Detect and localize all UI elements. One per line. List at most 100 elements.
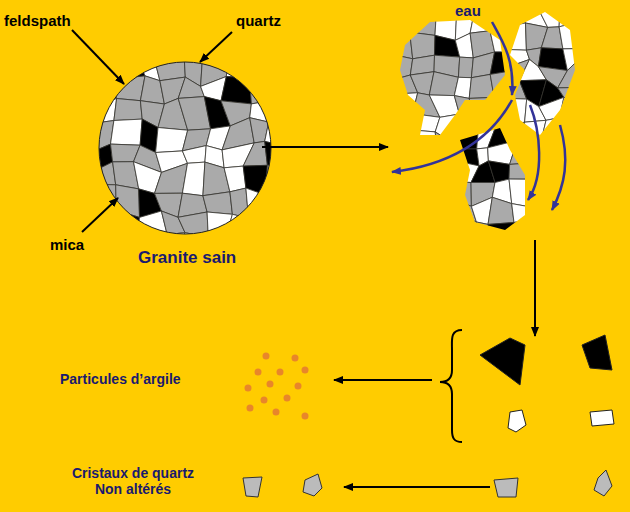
mineral-grain xyxy=(249,54,273,84)
water-arrow xyxy=(528,105,539,200)
feldspar-fragment xyxy=(590,410,614,426)
mineral-grain xyxy=(230,188,249,218)
mineral-grain xyxy=(296,149,317,164)
clay-particles xyxy=(245,353,309,420)
mineral-grain xyxy=(291,52,311,86)
mineral-grain xyxy=(539,97,564,120)
mineral-grain xyxy=(411,130,438,159)
mineral-grain xyxy=(89,210,119,240)
leader-arrow xyxy=(200,32,232,62)
mineral-grain xyxy=(203,192,233,215)
bracket xyxy=(440,330,462,442)
mineral-grain xyxy=(577,101,599,120)
mineral-grain xyxy=(291,78,314,107)
mineral-grain xyxy=(435,35,460,57)
mineral-grain xyxy=(389,93,418,114)
leader-arrow xyxy=(82,198,118,232)
mineral-grain xyxy=(246,255,272,275)
mineral-grain xyxy=(512,218,536,243)
mineral-grain xyxy=(577,136,605,159)
mineral-grain xyxy=(526,233,554,259)
mineral-grain xyxy=(560,97,578,118)
product-label: Cristaux de quartz Non altérés xyxy=(58,465,208,497)
fragment xyxy=(502,4,606,165)
mineral-grain xyxy=(182,162,205,196)
mineral-grain xyxy=(576,9,604,29)
mineral-grain xyxy=(390,130,414,150)
mineral-grain xyxy=(536,217,551,240)
mineral-grain xyxy=(538,8,560,27)
mineral-grain xyxy=(182,146,206,164)
mineral-grain xyxy=(249,211,277,237)
mineral-grain xyxy=(293,215,319,241)
mineral-grain xyxy=(559,8,576,27)
mineral-grain xyxy=(513,121,530,140)
fragment xyxy=(389,10,541,178)
mineral-grain xyxy=(95,55,112,87)
mineral-grain xyxy=(391,13,410,33)
mica-fragment xyxy=(582,335,612,370)
water-arrow xyxy=(552,125,565,210)
mineral-grain xyxy=(265,232,297,254)
mineral-grain xyxy=(266,54,293,84)
mineral-grain xyxy=(488,223,514,244)
mineral-grain xyxy=(559,23,586,49)
mineral-grain xyxy=(89,185,116,214)
mineral-grain xyxy=(288,161,311,187)
mineral-grain xyxy=(541,140,563,165)
mineral-grain xyxy=(116,210,139,238)
leader-arrow xyxy=(72,30,124,84)
mineral-grain xyxy=(578,60,603,87)
mineral-grain xyxy=(97,252,113,279)
mineral-grain xyxy=(409,10,436,36)
mineral-grain xyxy=(504,122,524,146)
mineral-grain xyxy=(488,161,509,183)
mineral-grain xyxy=(509,134,536,156)
mineral-grain xyxy=(269,100,293,123)
mineral-grain xyxy=(451,216,477,244)
mineral-grain xyxy=(490,237,514,263)
mineral-grain xyxy=(469,74,494,98)
granite-outline xyxy=(99,62,271,234)
mineral-grain xyxy=(490,11,517,33)
mineral-grain xyxy=(410,32,435,59)
mineral-grain xyxy=(451,237,474,259)
mica-fragment xyxy=(480,338,525,385)
mineral-grain xyxy=(578,49,603,63)
mineral-grain xyxy=(510,139,532,165)
mineral-grain xyxy=(458,57,473,78)
mineral-grain xyxy=(293,229,318,255)
mineral-grain xyxy=(112,76,145,101)
mineral-grain xyxy=(512,204,536,223)
mineral-grain xyxy=(450,182,472,206)
quartz-crystal xyxy=(303,474,322,496)
mineral-grain xyxy=(491,90,518,119)
mineral-label: mica xyxy=(50,236,84,253)
mineral-grain xyxy=(504,4,526,27)
mineral-grain xyxy=(509,179,530,207)
mineral-grain xyxy=(469,97,494,118)
water-arrow xyxy=(492,22,512,95)
mineral-grain xyxy=(266,78,292,102)
mineral-grain xyxy=(292,252,313,281)
mineral-grain xyxy=(528,207,550,219)
mineral-grain xyxy=(490,70,518,98)
mineral-grain xyxy=(576,23,602,51)
mineral-grain xyxy=(512,233,536,263)
mineral-grain xyxy=(111,119,143,145)
mineral-grain xyxy=(558,60,585,88)
granite-grains xyxy=(89,52,319,281)
mineral-grain xyxy=(450,124,478,149)
mineral-grain xyxy=(221,77,251,104)
mineral-grain xyxy=(203,162,230,196)
water-label: eau xyxy=(455,2,481,19)
mineral-grain xyxy=(207,212,232,238)
mineral-grain xyxy=(265,163,296,195)
mineral-grain xyxy=(578,84,600,104)
mineral-grain xyxy=(454,77,471,98)
mineral-grain xyxy=(530,158,552,179)
mineral-grain xyxy=(521,120,546,146)
mineral-grain xyxy=(471,222,490,237)
mineral-grain xyxy=(226,52,249,77)
